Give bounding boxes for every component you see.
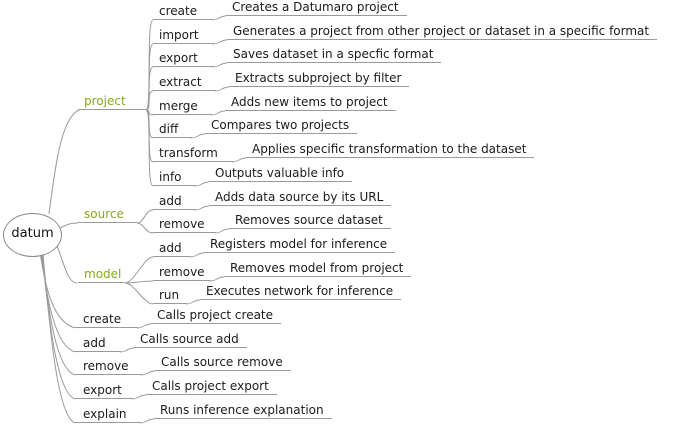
edge-desc-6 — [231, 157, 247, 163]
edge-desc-0 — [211, 15, 227, 21]
edge-desc-16 — [131, 394, 147, 400]
edge-desc-2 — [212, 62, 228, 68]
edge-project-import — [145, 43, 154, 111]
edge-root-export — [41, 253, 76, 400]
desc-project-export[interactable]: Saves dataset in a specfic format — [227, 47, 442, 63]
edge-root-add — [40, 252, 76, 353]
desc-model-run[interactable]: Executes network for inference — [200, 284, 402, 300]
desc-shortcut-add[interactable]: Calls source add — [134, 332, 247, 348]
edge-source-add — [136, 209, 154, 224]
edge-root-model — [56, 245, 78, 284]
edge-root-explain — [42, 253, 76, 424]
edge-project-merge — [145, 109, 154, 116]
edge-desc-3 — [214, 86, 230, 92]
edge-project-export — [145, 66, 154, 111]
node-shortcut-create[interactable]: create — [75, 312, 138, 328]
edge-desc-12 — [185, 299, 201, 305]
edge-project-diff — [145, 109, 154, 139]
node-model-run[interactable]: run — [153, 288, 187, 304]
edge-project-extract — [145, 90, 154, 111]
edge-desc-5 — [190, 133, 206, 139]
desc-project-info[interactable]: Outputs valuable info — [209, 166, 353, 182]
edge-model-remove — [124, 280, 154, 284]
desc-project-diff[interactable]: Compares two projects — [205, 118, 358, 134]
desc-project-transform[interactable]: Applies specific transformation to the d… — [246, 142, 535, 158]
root-node-datum[interactable]: datum — [3, 213, 62, 257]
edge-source-remove — [136, 222, 154, 234]
desc-shortcut-explain[interactable]: Runs inference explanation — [154, 403, 332, 419]
edge-desc-10 — [189, 252, 205, 258]
edge-root-create — [39, 251, 76, 329]
branch-project[interactable]: project — [78, 94, 146, 110]
node-project-extract[interactable]: extract — [153, 75, 216, 91]
desc-source-add[interactable]: Adds data source by its URL — [209, 190, 392, 206]
node-project-create[interactable]: create — [153, 4, 213, 20]
node-source-remove[interactable]: remove — [153, 217, 216, 233]
edge-desc-1 — [212, 39, 228, 45]
edge-desc-4 — [210, 110, 226, 116]
edge-project-transform — [145, 109, 154, 163]
desc-model-remove[interactable]: Removes model from project — [224, 261, 412, 277]
edge-model-run — [124, 282, 154, 305]
edge-root-source — [59, 222, 79, 229]
desc-shortcut-remove[interactable]: Calls source remove — [155, 355, 291, 371]
edge-root-remove — [41, 252, 76, 376]
edge-model-add — [124, 256, 154, 284]
node-project-info[interactable]: info — [153, 170, 196, 186]
edge-desc-9 — [214, 228, 230, 234]
edge-desc-8 — [194, 205, 210, 211]
node-project-transform[interactable]: transform — [153, 146, 233, 162]
edge-desc-13 — [136, 323, 152, 329]
edge-desc-15 — [140, 370, 156, 376]
node-model-remove[interactable]: remove — [153, 265, 211, 281]
node-project-diff[interactable]: diff — [153, 122, 192, 138]
desc-project-import[interactable]: Generates a project from other project o… — [227, 24, 658, 40]
node-shortcut-add[interactable]: add — [75, 336, 121, 352]
node-shortcut-remove[interactable]: remove — [75, 359, 142, 375]
edge-desc-11 — [209, 276, 225, 282]
desc-project-create[interactable]: Creates a Datumaro project — [226, 0, 407, 16]
edge-project-info — [145, 109, 154, 187]
node-shortcut-explain[interactable]: explain — [75, 407, 141, 423]
edge-desc-7 — [194, 181, 210, 187]
desc-shortcut-create[interactable]: Calls project create — [151, 308, 282, 324]
node-project-export[interactable]: export — [153, 51, 214, 67]
edge-root-project — [48, 109, 80, 215]
edge-desc-17 — [139, 418, 155, 424]
node-shortcut-export[interactable]: export — [75, 383, 133, 399]
desc-project-merge[interactable]: Adds new items to project — [225, 95, 396, 111]
desc-project-extract[interactable]: Extracts subproject by filter — [229, 71, 410, 87]
desc-shortcut-export[interactable]: Calls project export — [146, 379, 277, 395]
node-project-merge[interactable]: merge — [153, 99, 212, 115]
node-source-add[interactable]: add — [153, 194, 196, 210]
node-model-add[interactable]: add — [153, 241, 191, 257]
branch-source[interactable]: source — [78, 207, 137, 223]
edge-project-create — [145, 19, 154, 111]
edge-desc-14 — [119, 347, 135, 353]
desc-model-add[interactable]: Registers model for inference — [204, 237, 396, 253]
branch-model[interactable]: model — [78, 267, 125, 283]
desc-source-remove[interactable]: Removes source dataset — [229, 213, 391, 229]
node-project-import[interactable]: import — [153, 28, 214, 44]
